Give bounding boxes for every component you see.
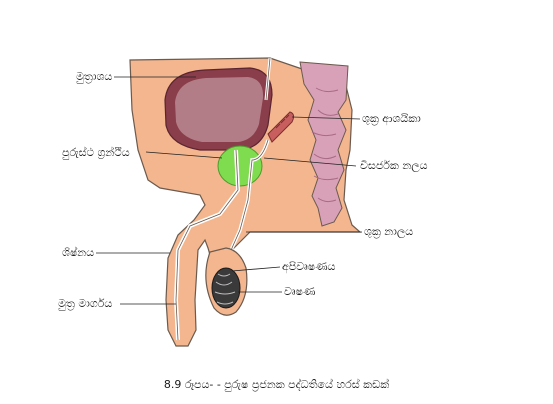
label-testis: වෘෂණ xyxy=(284,285,316,298)
leader-seminal-vesicle xyxy=(291,116,361,120)
figure-caption: 8.9 රූපය- - පුරුෂ ප්‍රජනක පද්ධතියේ හරස් … xyxy=(163,378,390,391)
seminal-vesicle xyxy=(267,111,295,143)
rectum-folds xyxy=(311,87,339,203)
leader-prostate xyxy=(145,151,223,159)
rectum xyxy=(299,61,349,227)
label-epididymis: අපිවෘෂණය xyxy=(282,260,336,273)
testis-texture xyxy=(214,273,236,305)
leader-ejaculatory-duct xyxy=(263,157,357,167)
label-prostate: පුරුස්ථ ග්‍රන්ථිය xyxy=(62,146,130,159)
leader-epididymis xyxy=(231,266,281,272)
label-penis: ශිෂ්නය xyxy=(62,246,95,259)
label-ejaculatory-duct: විසර්ජක නලය xyxy=(360,159,428,172)
label-bladder: මුත්‍රාශය xyxy=(76,70,113,83)
label-vas-deferens: ශුක්‍ර නාලය xyxy=(364,225,414,238)
bladder-inner xyxy=(175,77,264,142)
label-urethra: මුත්‍ර මාර්ගය xyxy=(58,297,113,310)
prostate-gland xyxy=(217,145,263,187)
testis xyxy=(211,267,241,309)
label-seminal-vesicle: ශුක්‍ර ආශයිකා xyxy=(362,112,421,125)
